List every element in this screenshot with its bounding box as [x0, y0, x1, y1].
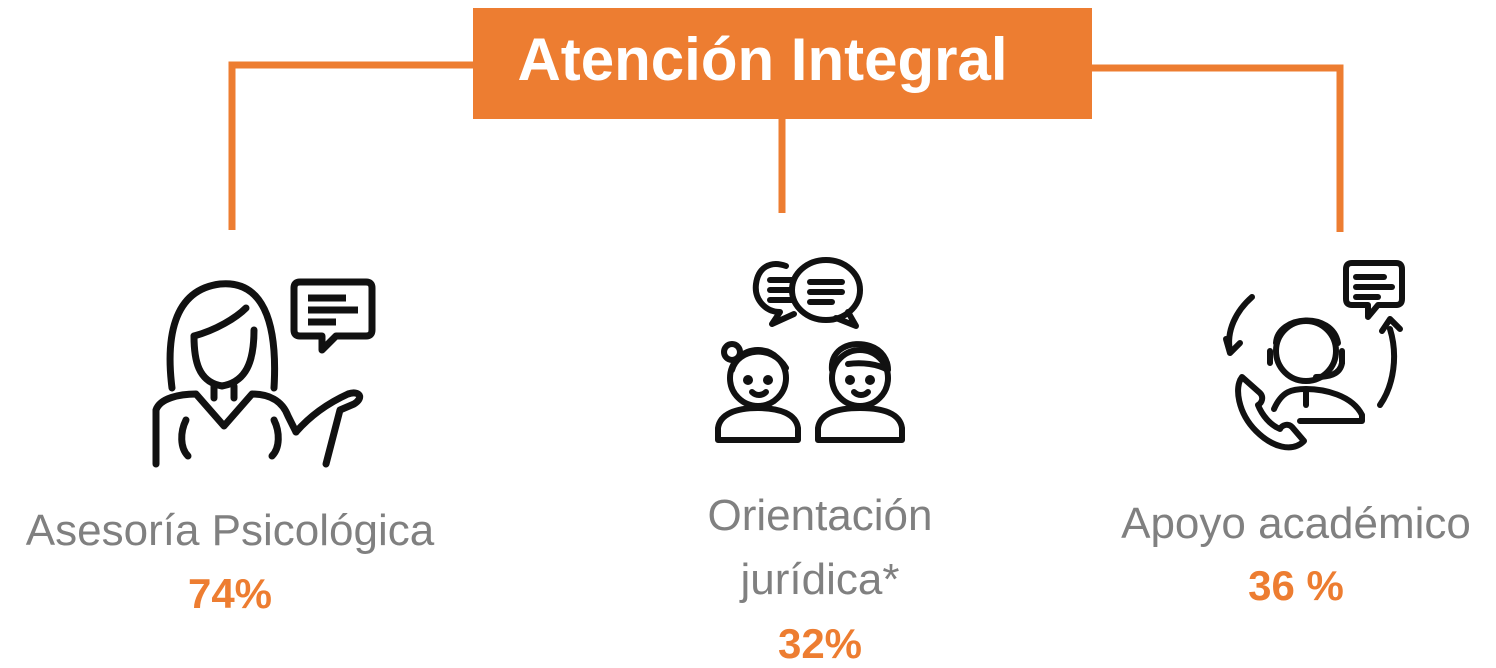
diagram-title: Atención Integral	[517, 26, 1008, 93]
item-value-apoyo: 36 %	[1248, 562, 1344, 609]
support-agent-phone-icon	[1223, 260, 1405, 451]
item-label-apoyo: Apoyo académico	[1121, 499, 1471, 548]
connector-left	[228, 61, 473, 230]
item-label-orientacion-line1: Orientación	[707, 491, 933, 540]
two-people-conversation-icon	[715, 257, 905, 443]
item-label-orientacion-line2: jurídica*	[740, 555, 900, 604]
item-label-asesoria: Asesoría Psicológica	[25, 506, 435, 555]
item-value-asesoria: 74%	[187, 570, 273, 617]
item-value-orientacion: 32%	[777, 620, 863, 667]
connector-right	[1092, 64, 1344, 232]
title-box: Atención Integral	[473, 8, 1092, 119]
counselor-woman-speech-icon	[152, 278, 376, 468]
